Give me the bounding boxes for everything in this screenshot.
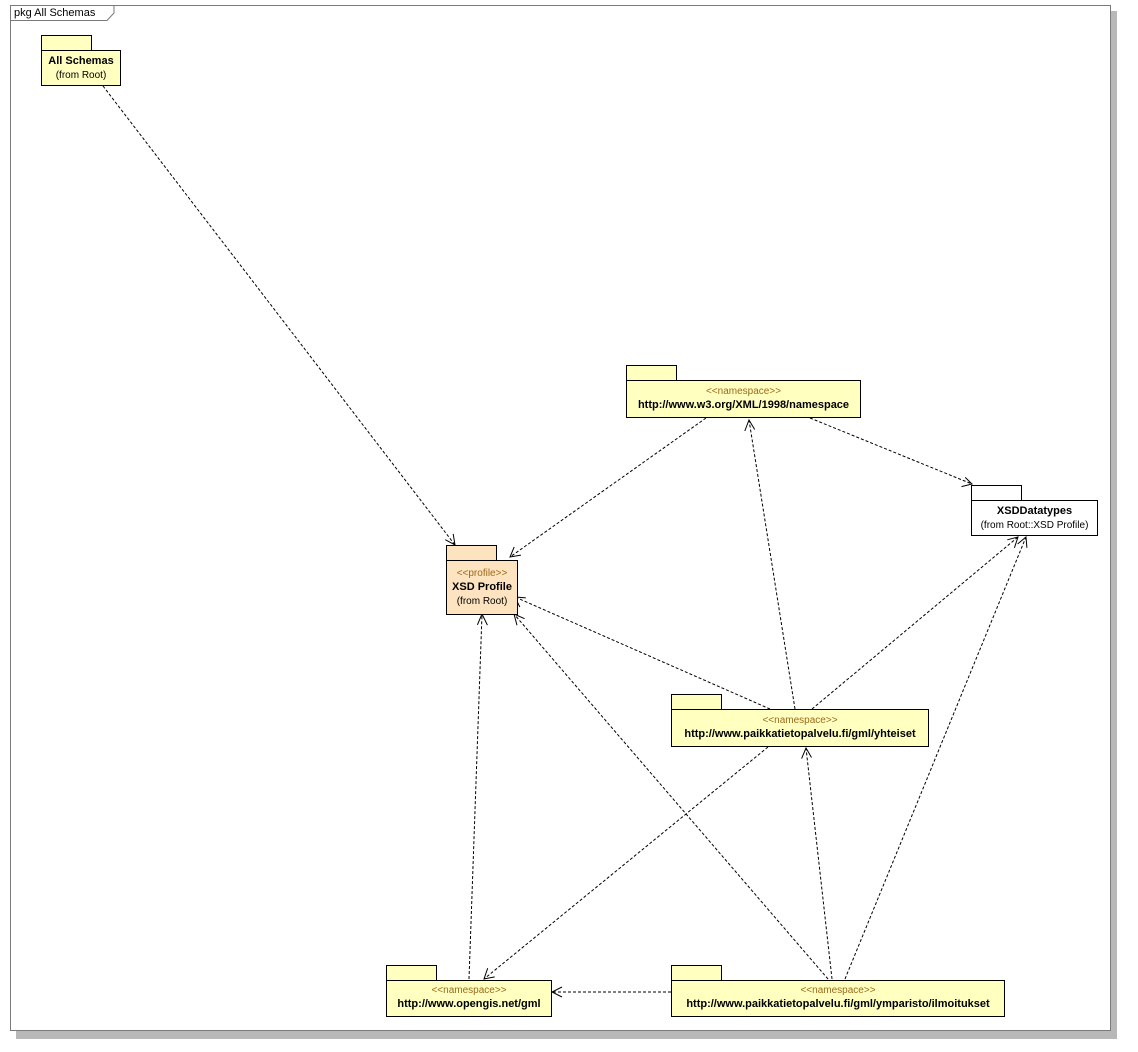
package-tab (41, 35, 92, 50)
package-tab (671, 694, 722, 709)
dep-all-schemas-to-xsd-profile[interactable] (102, 85, 456, 546)
package-tab (626, 365, 677, 380)
diagram-frame (10, 5, 1111, 1031)
package-stereotype: <<namespace>> (705, 385, 782, 397)
package-origin: (from Root) (456, 595, 508, 607)
package-stereotype: <<namespace>> (800, 985, 876, 996)
package-name: All Schemas (48, 55, 114, 67)
package-tab (671, 965, 722, 980)
dep-w3-to-xsd-datatypes[interactable] (809, 417, 973, 485)
package-stereotype: <<namespace>> (762, 714, 838, 726)
package-origin: (from Root) (55, 70, 107, 81)
dep-yhteiset-to-xsd-profile[interactable] (514, 596, 771, 710)
dep-ilmoitukset-to-xsd-profile[interactable] (513, 613, 829, 980)
package-tab (386, 965, 437, 980)
dep-w3-to-xsd-profile[interactable] (509, 417, 707, 558)
package-tab (971, 485, 1022, 500)
package-tab (446, 545, 497, 560)
dep-ilmoitukset-to-xsd-datatypes[interactable] (844, 536, 1027, 980)
arrowhead (801, 746, 812, 759)
dep-yhteiset-to-xsd-datatypes[interactable] (811, 536, 1019, 710)
package-name: http://www.paikkatietopalvelu.fi/gml/ymp… (686, 998, 990, 1010)
package-body: <<profile>> XSD Profile (from Root) (446, 560, 518, 615)
arrowhead (1007, 536, 1019, 549)
arrowhead (744, 418, 756, 432)
package-body: <<namespace>> http://www.paikkatietopalv… (671, 980, 1005, 1017)
arrowhead (961, 477, 973, 488)
package-body: <<namespace>> http://www.w3.org/XML/1998… (626, 380, 861, 418)
package-name: http://www.paikkatietopalvelu.fi/gml/yht… (684, 727, 916, 740)
package-name: XSD Profile (452, 580, 512, 593)
package-body: <<namespace>> http://www.opengis.net/gml (386, 980, 552, 1017)
package-body: <<namespace>> http://www.paikkatietopalv… (671, 709, 929, 747)
package-name: http://www.w3.org/XML/1998/namespace (637, 398, 850, 411)
package-name: XSDDatatypes (996, 505, 1073, 517)
arrowhead (476, 612, 488, 626)
arrowhead (509, 546, 521, 558)
arrowhead (1017, 536, 1028, 548)
package-body: XSDDatatypes (from Root::XSD Profile) (971, 500, 1098, 536)
dep-ilmoitukset-to-yhteiset[interactable] (805, 747, 833, 980)
dep-yhteiset-to-opengis[interactable] (483, 746, 769, 980)
package-stereotype: <<namespace>> (431, 985, 507, 996)
dep-opengis-to-xsd-profile[interactable] (468, 613, 483, 980)
arrowhead (550, 986, 563, 998)
frame-tab (10, 5, 115, 21)
dep-yhteiset-to-w3[interactable] (748, 419, 796, 710)
arrowhead (513, 613, 525, 626)
package-stereotype: <<profile>> (456, 567, 508, 579)
package-name: http://www.opengis.net/gml (397, 998, 541, 1010)
arrowhead (483, 968, 495, 980)
frame-title: pkg All Schemas (14, 7, 96, 19)
package-body: All Schemas (from Root) (41, 50, 121, 86)
package-origin: (from Root::XSD Profile) (980, 520, 1089, 531)
